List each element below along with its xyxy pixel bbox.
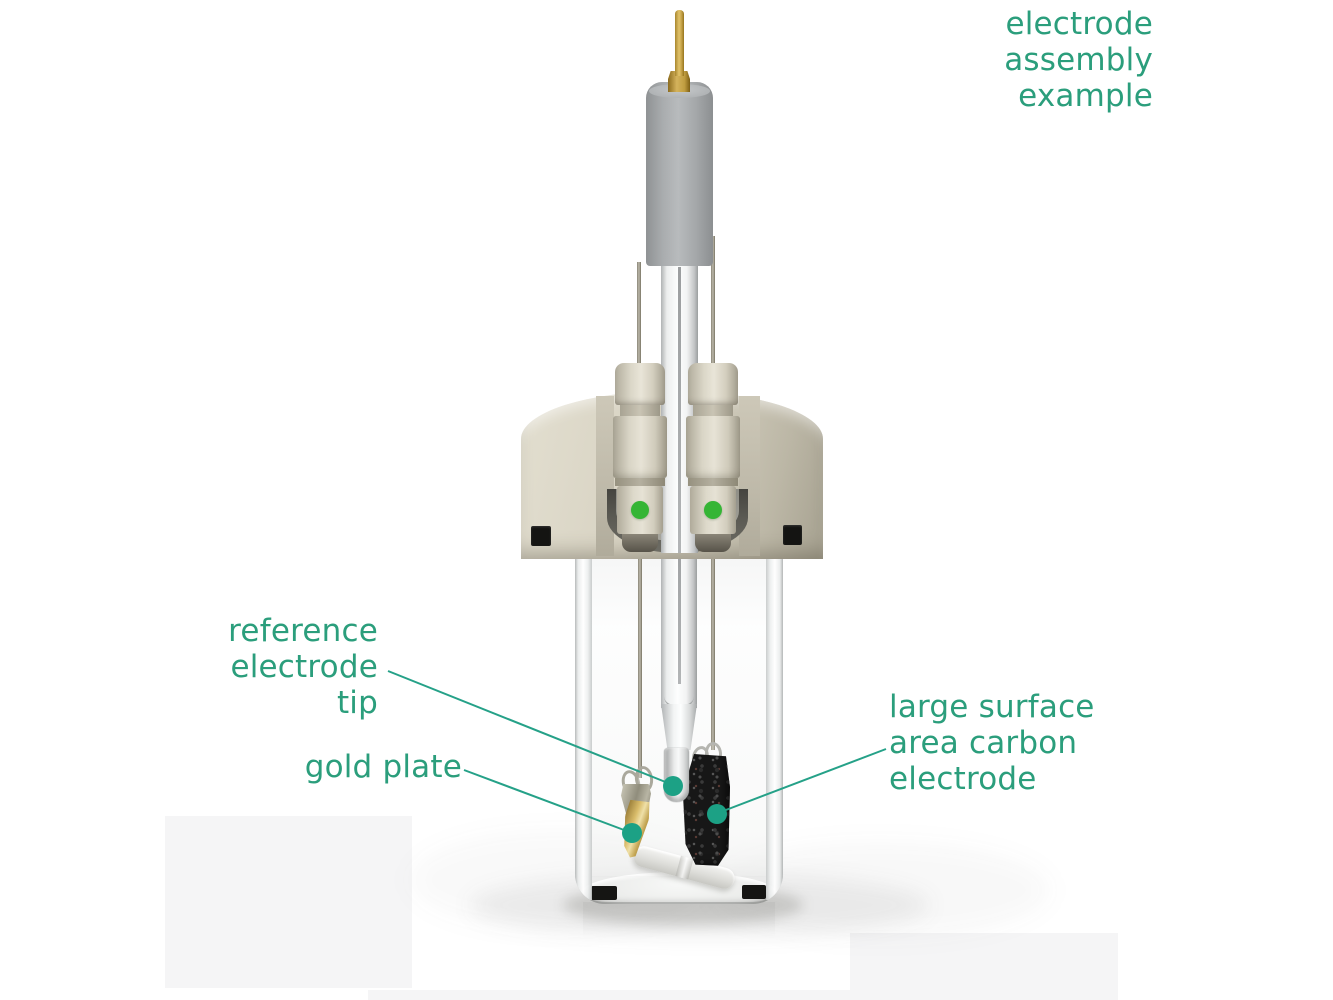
- fitting-nut: [688, 363, 738, 405]
- label-carbon-electrode: large surface area carbon electrode: [889, 689, 1095, 797]
- reference-inner-wire-upper: [678, 267, 681, 553]
- label-line: electrode: [889, 761, 1037, 797]
- bottom-seal-left: [591, 886, 617, 900]
- port-fitting-right: [686, 363, 740, 553]
- glass-wall-right: [766, 508, 783, 900]
- label-reference-electrode-tip: reference electrode tip: [228, 613, 378, 721]
- title-line: assembly: [1004, 42, 1153, 78]
- glass-cell: [575, 508, 783, 904]
- connector-pin: [675, 10, 684, 76]
- background-patch-bottom: [368, 990, 850, 1000]
- label-line: electrode: [230, 649, 378, 685]
- reference-frit-tip: [664, 748, 689, 802]
- bottom-seal-right: [742, 885, 766, 899]
- right-rod-upper: [711, 236, 715, 368]
- connector-pin-collar: [668, 71, 690, 92]
- fitting-groove: [615, 478, 665, 486]
- fitting-tip: [695, 534, 731, 552]
- reference-electrode-body: [646, 82, 713, 266]
- fitting-nut: [615, 363, 665, 405]
- label-line: large surface: [889, 689, 1095, 725]
- carbon-electrode-wire: [711, 544, 715, 750]
- fitting-groove: [688, 478, 738, 486]
- title-line: example: [1018, 78, 1153, 114]
- reference-inner-wire: [678, 508, 681, 684]
- diagram-title: electrode assembly example: [1004, 6, 1153, 114]
- label-line: gold plate: [304, 749, 462, 785]
- fitting-body: [613, 416, 667, 478]
- label-gold-plate: gold plate: [305, 749, 462, 785]
- label-line: reference: [228, 613, 378, 649]
- fitting-body: [686, 416, 740, 478]
- gold-plate-wire: [638, 544, 642, 778]
- left-rod-upper: [637, 262, 641, 368]
- glass-wall-left: [575, 508, 592, 900]
- cap-slot-right-wall: [739, 396, 760, 556]
- port-fitting-left: [613, 363, 667, 553]
- label-line: tip: [336, 685, 378, 721]
- port-indicator-dot-right: [704, 501, 722, 519]
- cap-clamp-left: [531, 526, 551, 546]
- cap-clamp-right: [783, 525, 802, 545]
- fitting-tip: [622, 534, 658, 552]
- background-patch-right: [850, 933, 1118, 1000]
- cap-slot-left-wall: [596, 396, 614, 556]
- background-patch-left: [165, 816, 412, 988]
- fitting-collar: [620, 405, 660, 416]
- title-line: electrode: [1005, 6, 1153, 42]
- cell-reflection: [583, 902, 775, 938]
- fitting-collar: [693, 405, 733, 416]
- port-indicator-dot-left: [631, 501, 649, 519]
- label-line: area carbon: [889, 725, 1078, 761]
- cell-bottom-glass: [575, 876, 783, 904]
